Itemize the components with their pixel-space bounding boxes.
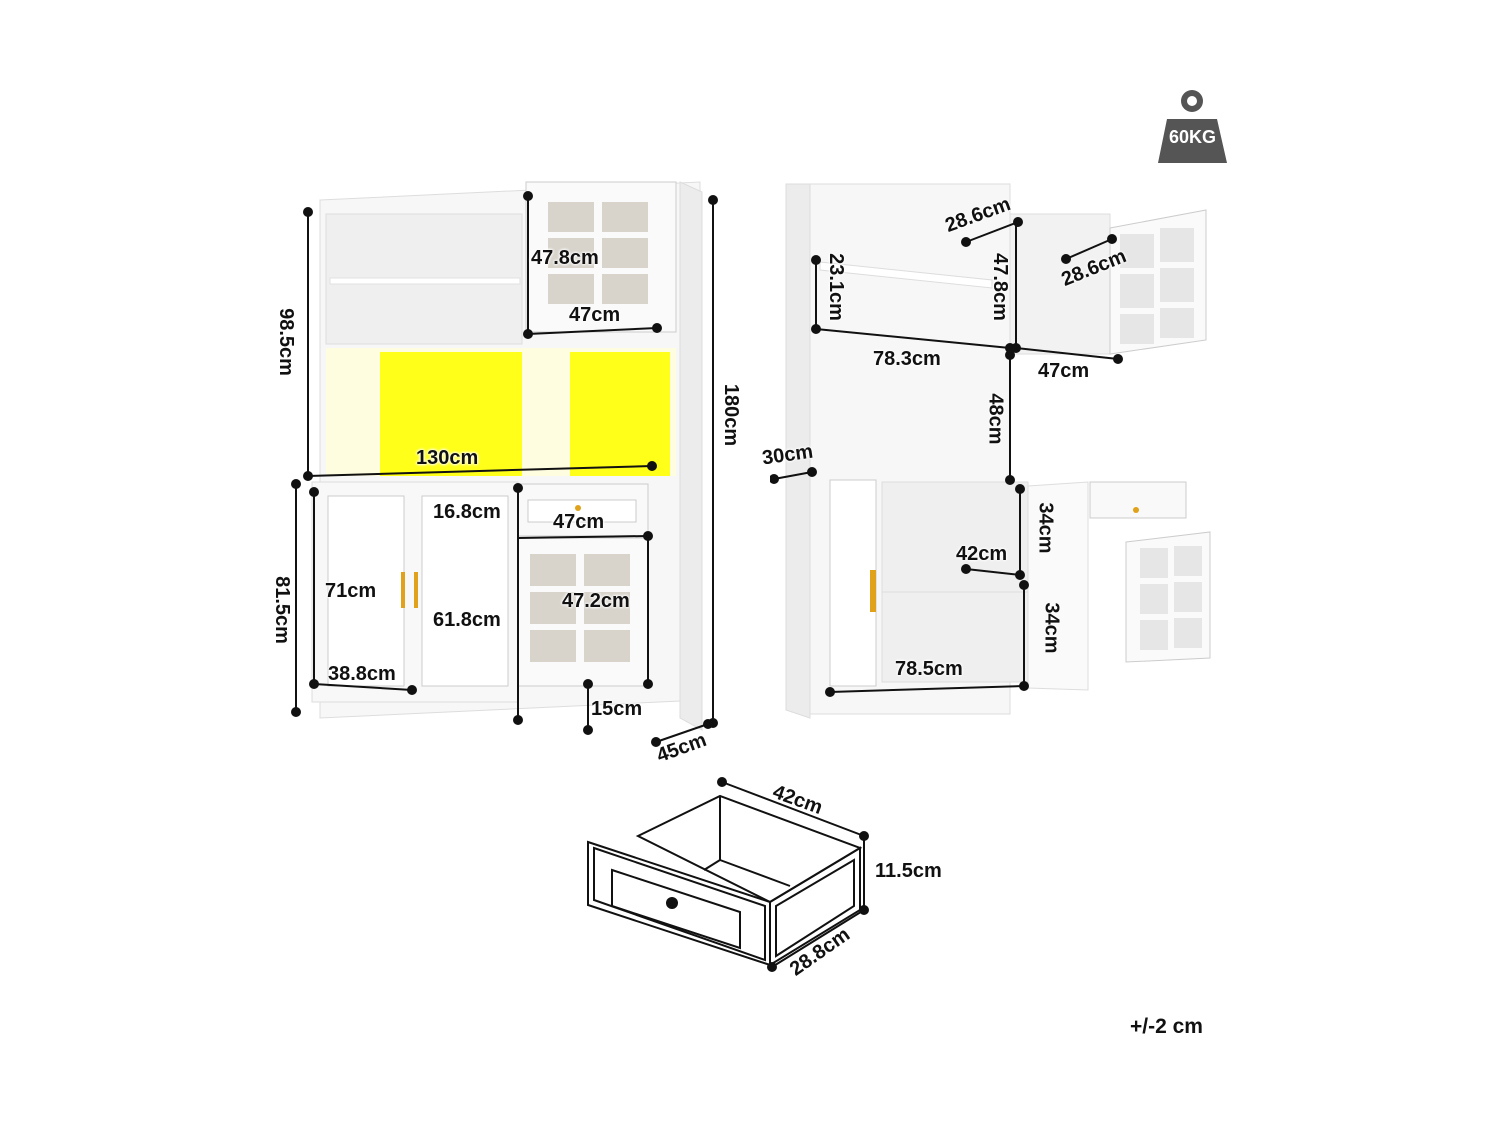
dim-side-lower-shelf-depth: 42cm [956,543,1008,565]
front-cabinet-drawing [291,181,718,747]
dim-side-shelf-height: 23.1cm [824,253,847,321]
side-view-cabinet [770,170,1230,730]
dim-front-upper-door-width: 47cm [569,304,621,326]
dim-side-led-height: 48cm [984,393,1007,445]
dim-front-left-door-width: 38.8cm [328,663,396,685]
dim-side-lower-top-height: 34cm [1034,502,1057,554]
dim-front-left-door-height: 71cm [325,580,377,602]
dim-side-lower-bottom-height: 34cm [1040,602,1063,654]
dim-side-open-width: 78.3cm [873,348,941,370]
dim-side-compartment-height: 47.8cm [988,253,1011,321]
dim-front-drawer-width: 47cm [553,511,605,533]
dim-front-lower-height: 81.5cm [270,576,293,644]
dim-front-drawer-height: 16.8cm [433,501,501,523]
weight-icon [1158,90,1227,163]
drawer-drawing [587,777,869,972]
dim-front-width: 130cm [416,447,479,469]
dim-front-leg-height: 15cm [591,698,643,720]
weight-label: 60KG [1168,127,1217,147]
weight-badge: 60KG [1155,85,1230,165]
dim-front-glass-door-height: 47.2cm [562,590,630,612]
dim-front-inner-door-height: 61.8cm [433,609,501,631]
front-view-cabinet [290,170,730,770]
dim-front-upper-height: 98.5cm [274,308,297,376]
side-cabinet-drawing [770,183,1211,719]
dim-front-total-height: 180cm [720,383,743,447]
tolerance-note: +/-2 cm [1130,1015,1203,1038]
dim-side-lower-width: 78.5cm [895,658,963,680]
dim-side-door-section-width: 47cm [1038,360,1090,382]
drawer-view [580,770,880,980]
dim-front-upper-door-height: 47.8cm [531,247,599,269]
dim-drawer-height: 11.5cm [875,860,942,882]
